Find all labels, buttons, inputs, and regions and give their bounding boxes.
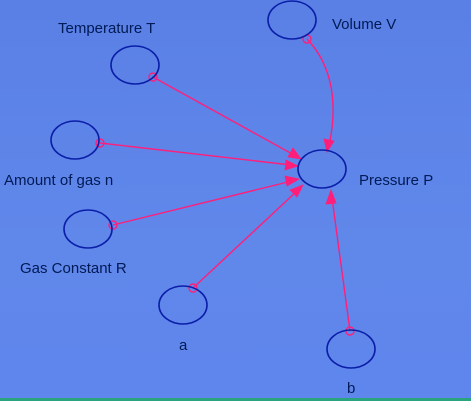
edge-tail-marker: [148, 72, 158, 82]
volume-node[interactable]: [267, 0, 317, 40]
edge-volume-to-pressure: [302, 34, 335, 154]
edge-a-to-pressure: [188, 184, 304, 293]
edge-tail-marker: [188, 283, 198, 293]
edge-arrowhead: [284, 175, 301, 187]
a-label: a: [179, 337, 188, 354]
temperature-node[interactable]: [110, 45, 160, 85]
edge-tail-marker: [95, 138, 105, 148]
bottom-strip: [0, 398, 471, 401]
edge-b-to-pressure: [325, 188, 355, 336]
pressure-node[interactable]: [297, 149, 347, 189]
edge-arrowhead: [323, 138, 335, 154]
edge-arrowhead: [287, 147, 302, 160]
edge-temperature-to-pressure: [148, 72, 302, 160]
volume-label: Volume V: [332, 16, 397, 33]
amount-node[interactable]: [50, 120, 100, 160]
edge-gasconstant-to-pressure: [108, 175, 301, 230]
edge-arrowhead: [289, 184, 304, 198]
pressure-label: Pressure P: [359, 172, 434, 189]
edge-arrowhead: [284, 159, 300, 171]
amount-label: Amount of gas n: [4, 172, 114, 189]
edge-tail-marker: [108, 220, 118, 230]
gas-constant-label: Gas Constant R: [20, 260, 127, 277]
gas-constant-node[interactable]: [63, 209, 113, 249]
b-node[interactable]: [326, 329, 376, 369]
a-node[interactable]: [158, 285, 208, 325]
b-label: b: [347, 380, 356, 397]
edge-amount-to-pressure: [95, 138, 300, 171]
temperature-label: Temperature T: [58, 20, 156, 37]
edge-arrowhead: [325, 188, 337, 205]
